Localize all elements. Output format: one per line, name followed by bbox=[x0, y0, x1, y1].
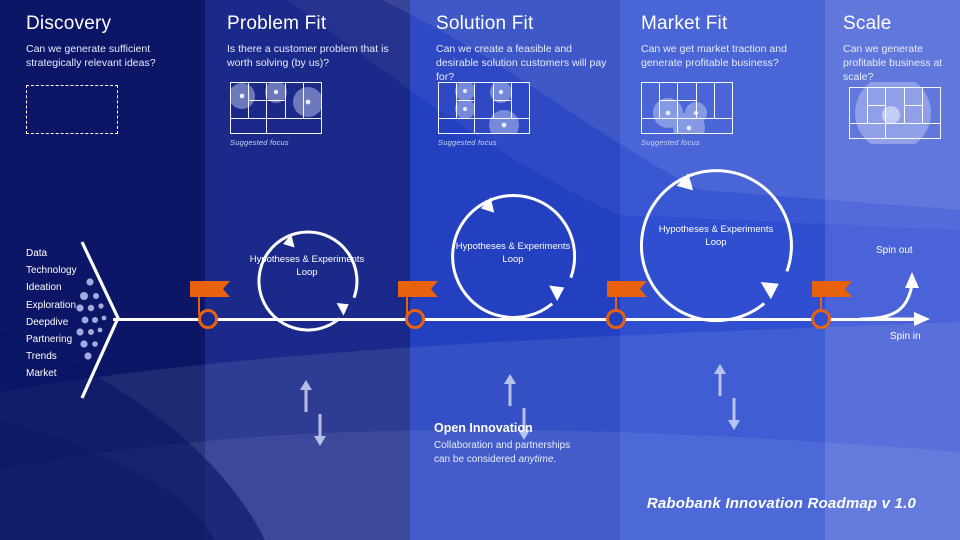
business-model-canvas-grid bbox=[438, 82, 530, 134]
roadmap-timeline-axis bbox=[113, 318, 923, 321]
business-model-canvas-grid bbox=[641, 82, 733, 134]
gate-node-2[interactable] bbox=[405, 309, 425, 329]
input-source-item: Ideation bbox=[26, 282, 62, 294]
band-scale bbox=[825, 0, 960, 540]
business-model-canvas-grid bbox=[845, 82, 945, 144]
spin-out-label: Spin out bbox=[876, 245, 913, 256]
loop-label-text: Hypotheses & Experiments Loop bbox=[658, 224, 774, 248]
gate-node-1[interactable] bbox=[198, 309, 218, 329]
discovery-placeholder-box[interactable] bbox=[26, 85, 118, 134]
stage-title-market-fit: Market Fit bbox=[641, 13, 728, 34]
gate-flag-4[interactable] bbox=[812, 281, 858, 323]
stage-question-discovery: Can we generate sufficient strategically… bbox=[26, 42, 156, 70]
canvas-solution-fit[interactable]: Suggested focus bbox=[438, 82, 530, 147]
open-innovation-arrow-1 bbox=[300, 380, 326, 446]
input-source-item: Trends bbox=[26, 351, 57, 363]
open-innovation-arrow-3 bbox=[714, 364, 740, 430]
open-innovation-line2-pre: can be considered bbox=[434, 453, 519, 465]
loop-label-problem-fit: Hypotheses & Experiments Loop bbox=[242, 254, 372, 280]
stage-title-solution-fit: Solution Fit bbox=[436, 13, 534, 34]
stage-header-discovery: Discovery Can we generate sufficient str… bbox=[26, 13, 201, 70]
spin-in-label: Spin in bbox=[890, 331, 921, 342]
stage-question-problem-fit: Is there a customer problem that is wort… bbox=[227, 42, 389, 70]
open-innovation-block: Open Innovation Collaboration and partne… bbox=[434, 421, 570, 466]
open-innovation-body: Collaboration and partnerships can be co… bbox=[434, 439, 570, 466]
gate-node-3[interactable] bbox=[606, 309, 626, 329]
idea-funnel-icon bbox=[76, 241, 120, 399]
gate-node-4[interactable] bbox=[811, 309, 831, 329]
stage-title-scale: Scale bbox=[843, 13, 892, 34]
stage-title-problem-fit: Problem Fit bbox=[227, 13, 327, 34]
input-source-item: Deepdive bbox=[26, 316, 69, 328]
suggested-focus-label-market-fit: Suggested focus bbox=[641, 138, 700, 147]
spin-exit-arrows bbox=[860, 272, 930, 326]
stage-header-problem-fit: Problem Fit Is there a customer problem … bbox=[227, 13, 402, 70]
stage-header-scale: Scale Can we generate profitable busines… bbox=[843, 13, 943, 84]
canvas-scale[interactable] bbox=[845, 82, 945, 144]
loop-arrow-problem-fit bbox=[257, 230, 359, 332]
band-problem-fit bbox=[205, 0, 410, 540]
stage-header-solution-fit: Solution Fit Can we create a feasible an… bbox=[436, 13, 611, 84]
open-innovation-title: Open Innovation bbox=[434, 421, 533, 435]
suggested-focus-label-solution-fit: Suggested focus bbox=[438, 138, 497, 147]
page-title: Discovery bbox=[26, 13, 112, 34]
loop-arrow-solution-fit bbox=[451, 193, 577, 319]
open-innovation-line2-post: . bbox=[553, 453, 557, 465]
input-sources-list: Data Technology Ideation Exploration Dee… bbox=[26, 245, 77, 383]
loop-arrow-market-fit bbox=[640, 169, 793, 323]
band-market-fit bbox=[620, 0, 825, 540]
stage-question-market-fit: Can we get market traction and generate … bbox=[641, 42, 787, 70]
input-source-item: Exploration bbox=[26, 299, 77, 311]
loop-label-text: Hypotheses & Experiments Loop bbox=[249, 254, 365, 278]
canvas-market-fit[interactable]: Suggested focus bbox=[641, 82, 733, 147]
gate-flag-3[interactable] bbox=[607, 281, 653, 323]
stage-header-market-fit: Market Fit Can we get market traction an… bbox=[641, 13, 816, 70]
business-model-canvas-grid bbox=[230, 82, 322, 134]
input-source-item: Partnering bbox=[26, 334, 73, 346]
open-innovation-line1: Collaboration and partnerships bbox=[434, 440, 571, 451]
input-source-item: Technology bbox=[26, 265, 77, 277]
footer-title: Rabobank Innovation Roadmap v 1.0 bbox=[646, 495, 916, 512]
loop-label-market-fit: Hypotheses & Experiments Loop bbox=[651, 224, 781, 250]
open-innovation-arrow-2 bbox=[504, 374, 530, 440]
canvas-problem-fit[interactable]: Suggested focus bbox=[230, 82, 322, 147]
suggested-focus-label-problem-fit: Suggested focus bbox=[230, 138, 289, 147]
input-source-item: Market bbox=[26, 368, 57, 380]
input-source-item: Data bbox=[26, 248, 48, 259]
gate-flag-1[interactable] bbox=[190, 281, 236, 323]
band-solution-fit bbox=[410, 0, 620, 540]
stage-question-scale: Can we generate profitable business at s… bbox=[843, 42, 943, 84]
loop-label-solution-fit: Hypotheses & Experiments Loop bbox=[448, 241, 578, 267]
loop-label-text: Hypotheses & Experiments Loop bbox=[455, 241, 571, 265]
stage-question-solution-fit: Can we create a feasible and desirable s… bbox=[436, 42, 607, 84]
open-innovation-line2-emphasis: anytime bbox=[518, 453, 554, 465]
